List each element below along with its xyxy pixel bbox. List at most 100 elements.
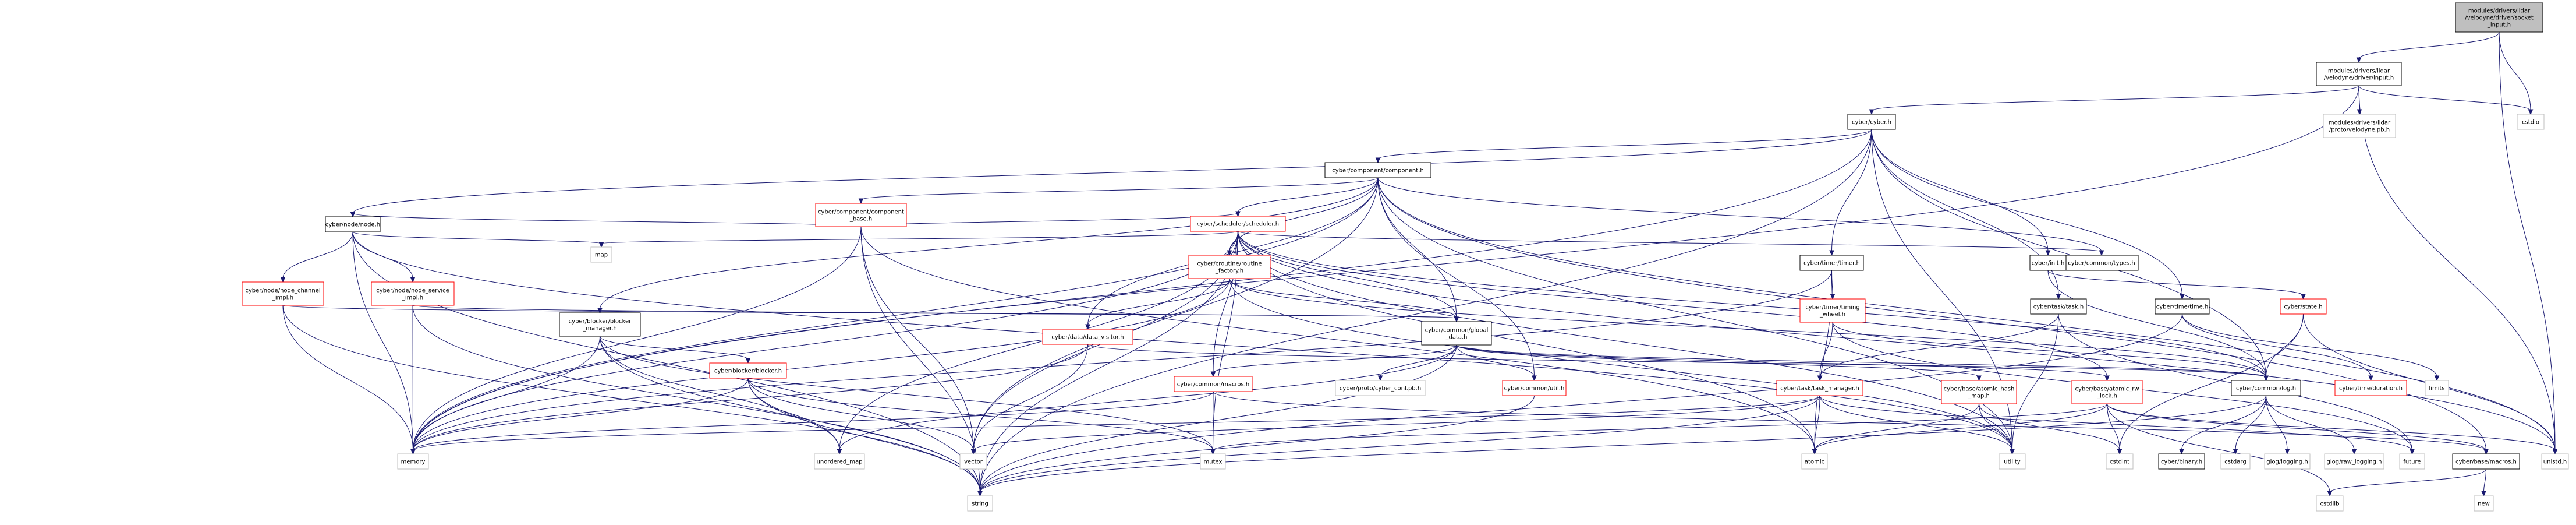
edge-line [1456,344,1979,378]
edge-log-to-cstdarg [2233,395,2266,455]
node-label: cyber/node/node.h [325,222,380,228]
node-global-data[interactable]: cyber/common/global_data.h [1421,321,1492,346]
edge-line [413,177,1379,451]
node-box [2316,62,2402,86]
edge-arrowhead [1377,375,1383,382]
node-timing-wheel[interactable]: cyber/timer/timing_wheel.h [1799,298,1866,323]
node-component[interactable]: cyber/component/component.h [1324,162,1431,178]
node-binary[interactable]: cyber/binary.h [2158,453,2205,470]
node-root[interactable]: modules/drivers/lidar/velodyne/driver/so… [2455,2,2543,33]
edge-atomic_rw_lock-to-base_macros [2107,403,2489,455]
node-base-macros[interactable]: cyber/base/macros.h [2452,453,2520,470]
node-velodyne-pb: modules/drivers/lidar/proto/velodyne.pb.… [2323,114,2396,138]
edge-task_manager-to-utility [1819,395,2015,455]
edge-line [352,213,862,227]
node-atomic-hash-map[interactable]: cyber/base/atomic_hash_map.h [1941,380,2017,404]
edge-arrowhead [1812,449,1817,455]
edge-line [1871,129,2182,296]
node-duration[interactable]: cyber/time/duration.h [2334,380,2407,396]
edge-time_h-to-duration [2182,313,2373,382]
node-task-manager[interactable]: cyber/task/task_manager.h [1776,380,1863,396]
node-state[interactable]: cyber/state.h [2280,298,2327,315]
node-box [1174,376,1253,392]
edge-line [1819,395,2012,451]
edge-line [1377,177,1457,319]
node-log[interactable]: cyber/common/log.h [2231,380,2301,396]
edge-component-to-data_visitor [1085,177,1379,330]
node-node-service[interactable]: cyber/node/node_service_impl.h [371,281,455,306]
edge-line [601,231,1238,244]
node-types[interactable]: cyber/common/types.h [2064,255,2139,271]
edge-global_data-to-atomic_rw_lock [1456,344,2110,382]
edge-arrowhead [2552,449,2558,455]
node-label: string [972,501,988,508]
edge-line [413,378,749,451]
edge-line [839,231,1238,451]
edge-line [2047,270,2304,296]
edge-line [980,395,2266,493]
node-component-base[interactable]: cyber/component/component_base.h [815,203,907,227]
edge-component-to-base_macros [1377,177,2489,455]
edge-line [1238,231,1815,451]
node-glog-raw: glog/raw_logging.h [2324,453,2384,470]
node-time-h[interactable]: cyber/time/time.h [2155,298,2210,315]
node-init[interactable]: cyber/init.h [2029,255,2067,271]
edge-blocker_manager-to-blocker [600,336,751,364]
edge-line [412,305,1457,319]
edge-arrowhead [2284,449,2290,455]
edge-line [600,336,1213,451]
edge-line [1979,403,2012,451]
edge-line [2499,31,2531,111]
edge-line [1819,313,2059,378]
edge-line [1377,177,2102,252]
edge-line [1819,322,1833,378]
node-routine-factory[interactable]: cyber/croutine/routine_factory.h [1188,255,1271,279]
node-cstdlib: cstdlib [2316,495,2344,512]
edge-task_manager-to-memory [410,395,1820,455]
edge-line [352,231,2012,451]
node-unistd: unistd.h [2541,453,2569,470]
node-scheduler[interactable]: cyber/scheduler/scheduler.h [1190,216,1286,232]
edge-cyber_h-to-memory [410,129,1872,455]
node-blocker[interactable]: cyber/blocker/blocker.h [709,362,787,379]
node-timer[interactable]: cyber/timer/timer.h [1799,255,1864,271]
node-node[interactable]: cyber/node/node.h [325,216,381,232]
edge-atomic_hash_map-to-cstdint [1979,403,2123,455]
node-atomic-rw-lock[interactable]: cyber/base/atomic_rw_lock.h [2071,380,2143,404]
node-blocker-manager[interactable]: cyber/blocker/blocker_manager.h [559,312,641,337]
edge-arrowhead [1830,294,1836,300]
edge-line [1238,231,2556,451]
node-task[interactable]: cyber/task/task.h [2030,298,2087,315]
edge-line [973,177,1379,451]
node-limits: limits [2425,380,2449,396]
node-label: cstdlib [2320,501,2340,508]
node-data-visitor[interactable]: cyber/data/data_visitor.h [1042,329,1133,345]
edge-line [1213,344,1457,374]
node-macros-common[interactable]: cyber/common/macros.h [1174,376,1253,392]
edge-scheduler-to-utility [1238,231,2015,455]
edge-cyber_h-to-init [1871,129,2051,256]
node-box [242,281,324,306]
node-box [1999,453,2026,470]
edge-state-to-log [2263,313,2304,382]
edge-blocker-to-unordered_map [747,378,842,455]
node-util[interactable]: cyber/common/util.h [1502,380,1567,396]
edge-line [2107,403,2486,451]
edge-routine_factory-to-data_visitor [1085,278,1230,330]
node-box [2316,495,2344,512]
node-cyber-h[interactable]: cyber/cyber.h [1847,114,1896,130]
edge-line [1229,278,1457,319]
edge-arrowhead [977,491,983,497]
node-label: cyber/common/global [1425,327,1489,334]
node-label: _manager.h [582,326,617,332]
edge-arrowhead [837,449,842,455]
node-box [2071,380,2143,404]
node-node-channel[interactable]: cyber/node/node_channel_impl.h [242,281,324,306]
edge-atomic_rw_lock-to-cstdlib [2107,403,2333,497]
edge-line [413,270,1832,451]
edge-timer-to-atomic [1812,270,1832,455]
node-input[interactable]: modules/drivers/lidar/velodyne/driver/in… [2316,62,2402,86]
edge-arrowhead [2179,449,2184,455]
node-label: cyber/init.h [2032,260,2065,267]
edge-node_channel-to-memory [282,305,416,455]
